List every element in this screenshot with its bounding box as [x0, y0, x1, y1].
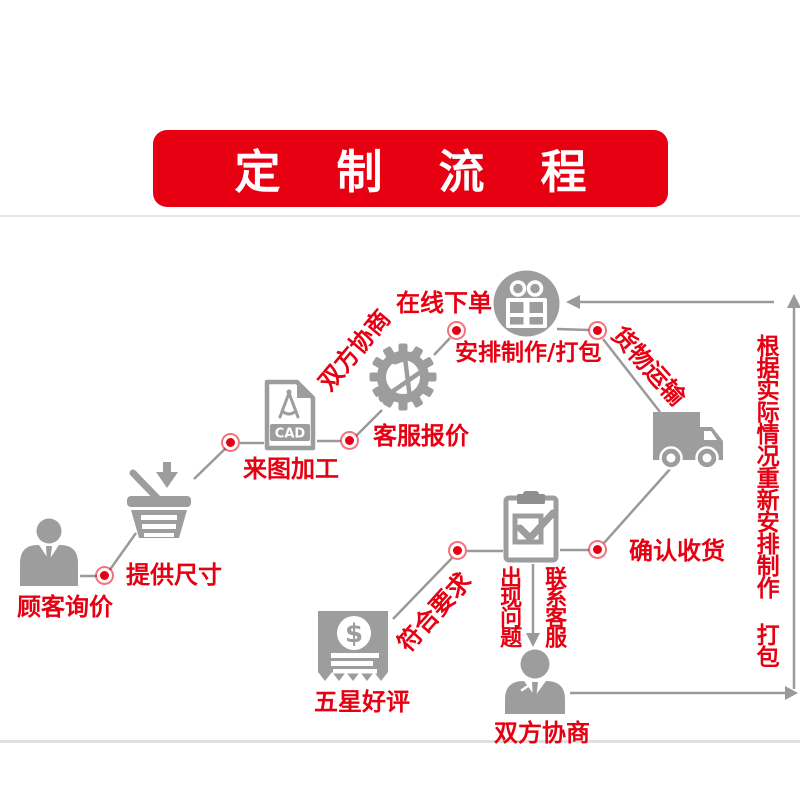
step-dot [593, 326, 602, 335]
gear-tools-icon [369, 343, 437, 411]
receipt-dollar-icon: $ [318, 611, 388, 681]
header-divider [0, 215, 800, 217]
page-title: 定 制 流 程 [234, 144, 607, 199]
cad-file-icon: CAD [264, 379, 316, 451]
step-dot [453, 546, 462, 555]
label-confirm-receipt: 确认收货 [629, 537, 725, 565]
arrow-left-icon [566, 295, 580, 309]
label-arrange-pack: 安排制作/打包 [455, 340, 602, 366]
arrow-down-icon [526, 633, 540, 647]
arrow-up-icon [787, 294, 800, 308]
flow-connectors [80, 300, 796, 695]
step-dot [226, 438, 235, 447]
label-redo-note: 根据实际情况重新安排制作 打包 [752, 334, 779, 667]
label-problem-occurs: 出现问题 [496, 566, 522, 646]
arrowheads [526, 294, 800, 700]
dollar-glyph: $ [345, 619, 363, 649]
businessman-icon [20, 518, 78, 586]
step-dot [345, 436, 354, 445]
gift-box-icon [493, 270, 560, 337]
label-provide-size: 提供尺寸 [126, 561, 222, 589]
label-service-quote: 客服报价 [373, 422, 469, 450]
arrow-right-icon [785, 686, 798, 700]
step-dot [593, 545, 602, 554]
step-dot [100, 571, 109, 580]
label-drawing-processing: 来图加工 [243, 455, 339, 483]
label-contact-service: 联系客服 [541, 566, 567, 646]
label-five-star-review: 五星好评 [314, 688, 410, 716]
bottom-divider [0, 740, 800, 743]
label-renegotiate: 双方协商 [494, 719, 590, 747]
label-customer-inquiry: 顾客询价 [17, 593, 113, 621]
delivery-truck-icon [653, 412, 723, 470]
header-banner: 定 制 流 程 [153, 130, 668, 207]
businessman-icon [505, 649, 565, 714]
label-online-order: 在线下单 [396, 289, 492, 317]
clipboard-check-icon [503, 491, 559, 563]
cad-badge: CAD [275, 427, 306, 442]
step-dot [452, 326, 461, 335]
shopping-basket-icon [127, 462, 191, 538]
